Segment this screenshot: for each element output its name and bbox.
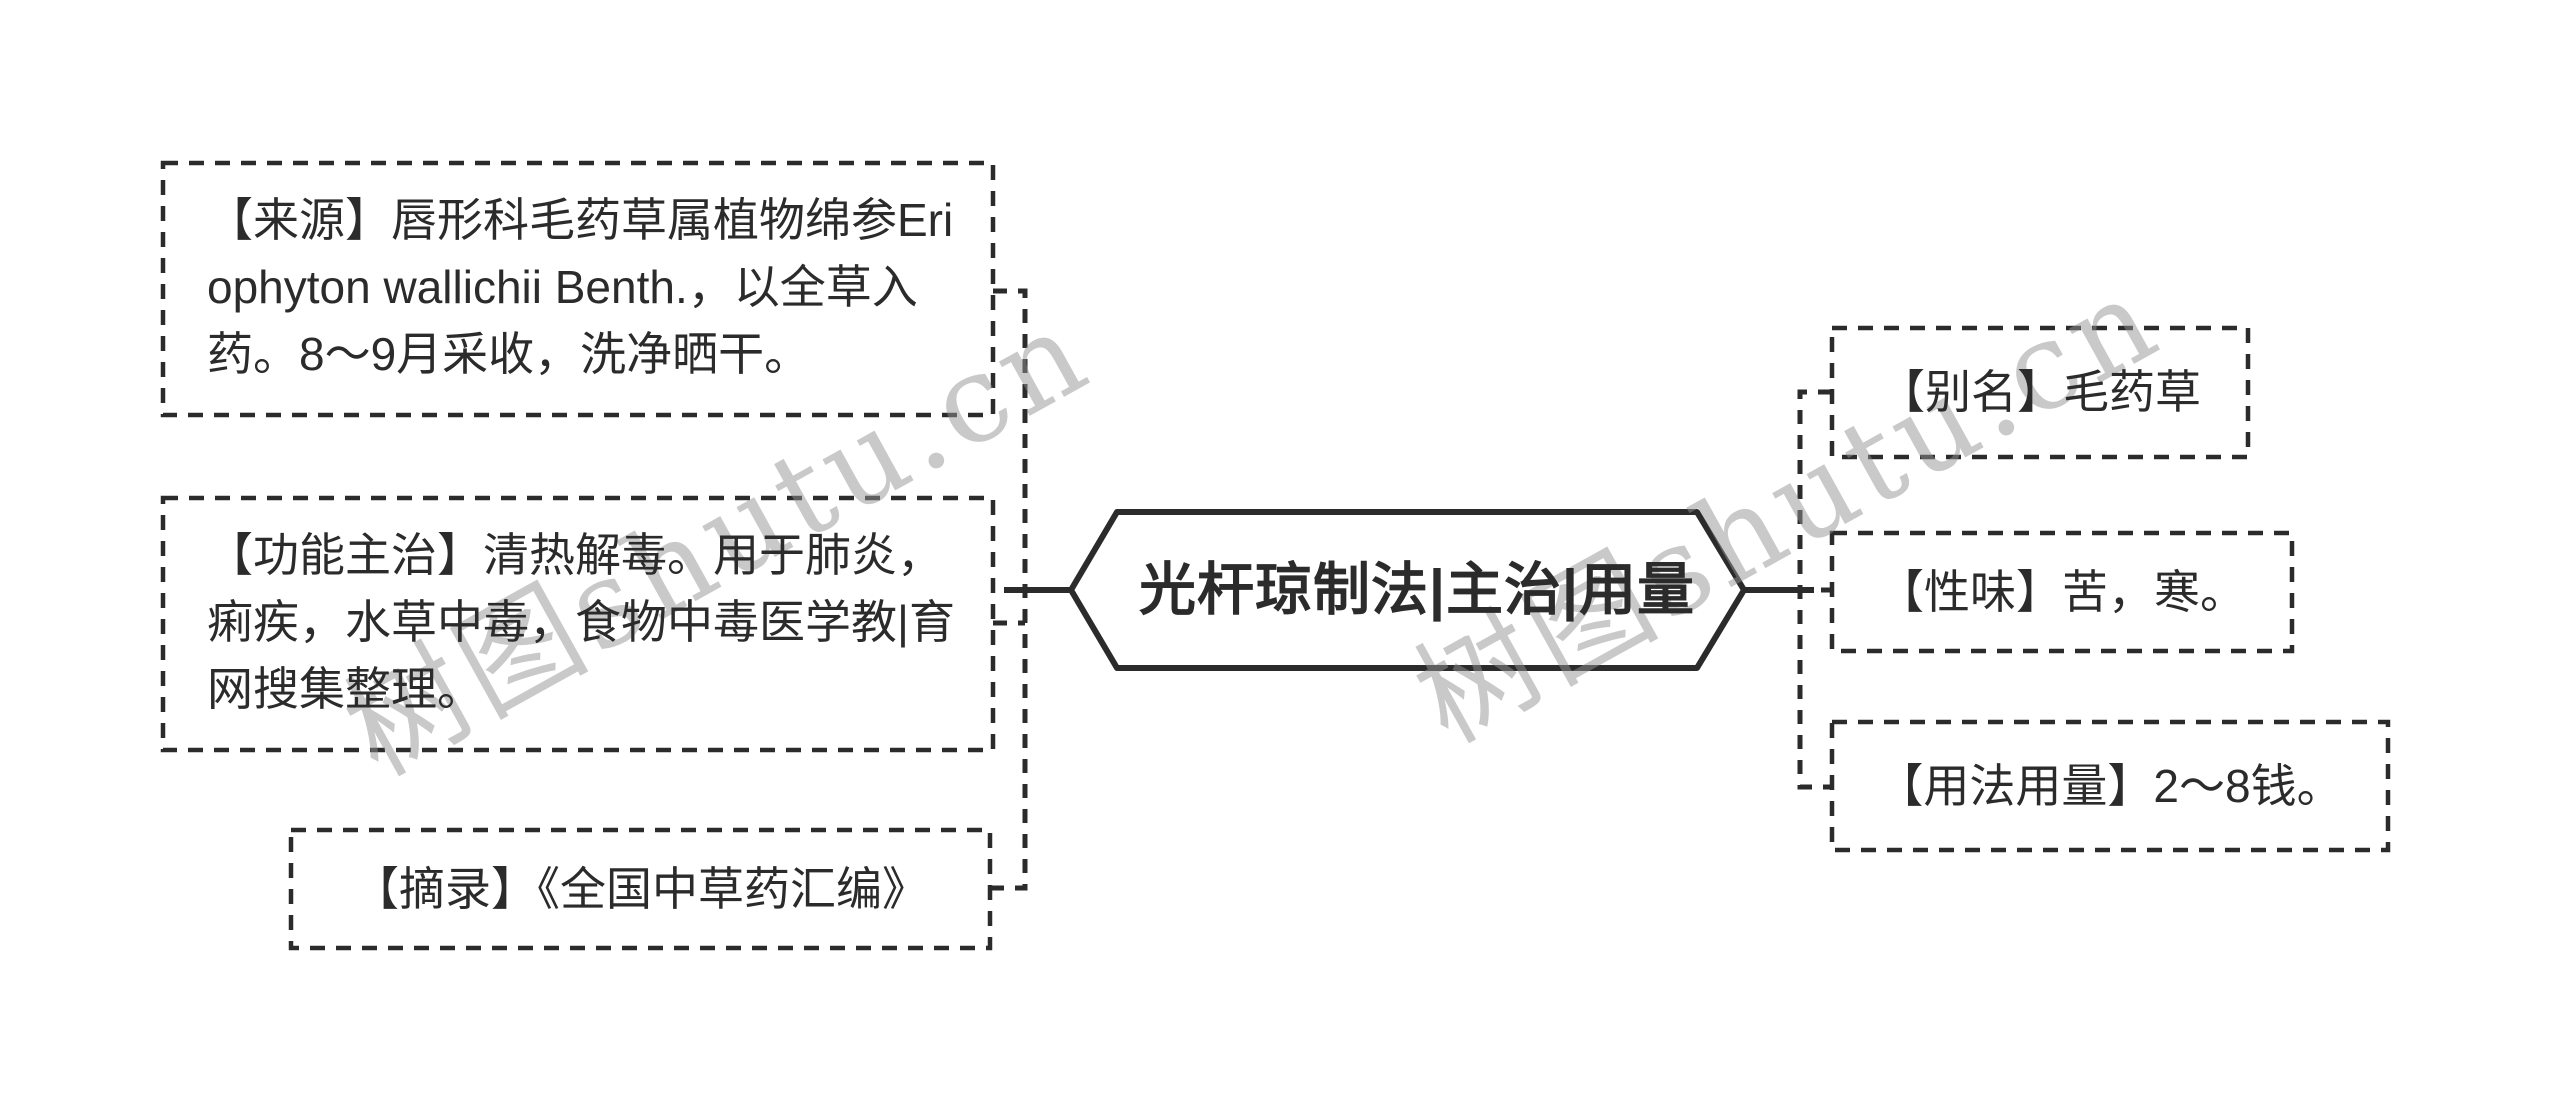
- center-node-title[interactable]: 光杆琼制法|主治|用量: [1139, 557, 1695, 622]
- right-node-dosage[interactable]: 【用法用量】2～8钱。: [1877, 759, 2343, 812]
- left-node-function-border[interactable]: [160, 495, 996, 753]
- right-node-alias[interactable]: 【别名】毛药草: [1879, 366, 2201, 418]
- left-node-excerpt[interactable]: 【摘录】《全国中草药汇编》: [353, 862, 928, 915]
- right-node-alias-border[interactable]: [1829, 325, 2251, 460]
- left-node-source-border[interactable]: [160, 160, 996, 418]
- left-node-function[interactable]: 【功能主治】清热解毒。用于肺炎，痢疾，水草中毒，食物中毒医学教|育网搜集整理。: [207, 529, 955, 715]
- center-hexagon-shape[interactable]: [1068, 509, 1747, 671]
- left-node-source[interactable]: 【来源】唇形科毛药草属植物绵参Eriophyton wallichii Bent…: [207, 194, 954, 380]
- right-node-taste[interactable]: 【性味】苦，寒。: [1878, 565, 2246, 618]
- right-node-dosage-border[interactable]: [1829, 719, 2391, 853]
- left-node-excerpt-border[interactable]: [288, 827, 993, 951]
- right-node-taste-border[interactable]: [1829, 530, 2295, 654]
